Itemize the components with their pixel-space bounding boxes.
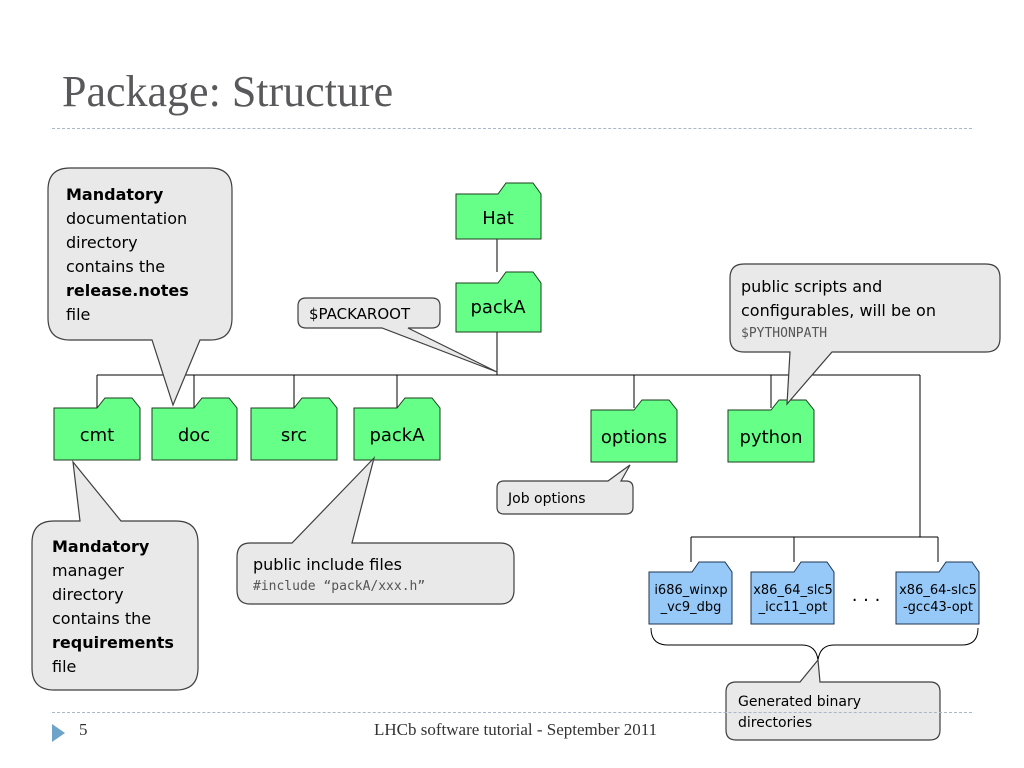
- binary-ellipsis: . . .: [852, 585, 881, 606]
- folder-packa-label: packA: [369, 425, 425, 446]
- folder-hat[interactable]: Hat: [455, 182, 542, 240]
- callout-cmt-line3: directory: [52, 585, 124, 604]
- binary-brace: [650, 627, 979, 661]
- callout-options-text: Job options: [507, 491, 586, 507]
- folder-options[interactable]: options: [590, 399, 678, 463]
- folder-packa-top[interactable]: packA: [455, 271, 542, 333]
- callout-generated-line1: Generated binary: [738, 694, 861, 710]
- folder-hat-label: Hat: [482, 208, 514, 229]
- folder-cmt-label: cmt: [80, 425, 115, 446]
- footer-divider: [52, 712, 972, 713]
- callout-doc-line1: Mandatory: [66, 185, 164, 204]
- callout-python-line2: configurables, will be on: [741, 301, 936, 320]
- folder-packa-top-label: packA: [470, 297, 526, 318]
- callout-include: public include files #include “packA/xxx…: [236, 455, 515, 605]
- folder-python[interactable]: python: [727, 399, 815, 463]
- callout-cmt-line1: Mandatory: [52, 537, 150, 556]
- callout-doc: Mandatory documentation directory contai…: [47, 167, 233, 407]
- slide-number: 5: [79, 720, 88, 739]
- callout-doc-line3: directory: [66, 233, 138, 252]
- binary-folder-winxp-line1: i686_winxp: [654, 583, 727, 598]
- callout-doc-line2: documentation: [66, 209, 187, 228]
- binary-folder-icc11[interactable]: x86_64_slc5 _icc11_opt: [750, 561, 835, 625]
- binary-folder-gcc43[interactable]: x86_64-slc5 -gcc43-opt: [895, 561, 980, 625]
- folder-doc-label: doc: [178, 425, 210, 446]
- callout-packaroot-text: $PACKAROOT: [309, 305, 411, 323]
- folder-src-label: src: [281, 425, 307, 446]
- folder-doc[interactable]: doc: [151, 397, 238, 461]
- callout-cmt-line6: file: [52, 657, 76, 676]
- callout-python-line1: public scripts and: [741, 277, 882, 296]
- binary-folder-winxp[interactable]: i686_winxp _vc9_dbg: [648, 561, 733, 625]
- callout-include-line2: #include “packA/xxx.h”: [253, 579, 425, 594]
- slide-title: Package: Structure: [62, 67, 394, 116]
- callout-cmt-line5: requirements: [52, 633, 174, 652]
- callout-python-line3: $PYTHONPATH: [741, 326, 827, 341]
- binary-folder-gcc43-line2: -gcc43-opt: [903, 600, 973, 615]
- folder-packa[interactable]: packA: [353, 397, 441, 461]
- callout-doc-line4: contains the: [66, 257, 165, 276]
- callout-generated: Generated binary directories: [725, 658, 941, 741]
- footer-text: LHCb software tutorial - September 2011: [374, 720, 658, 739]
- callout-python: public scripts and configurables, will b…: [729, 263, 1001, 406]
- callout-cmt: Mandatory manager directory contains the…: [31, 460, 199, 691]
- tree-connectors: [96, 239, 939, 562]
- binary-folder-winxp-line2: _vc9_dbg: [660, 600, 722, 615]
- footer-triangle-icon: [52, 724, 65, 742]
- callout-doc-line5: release.notes: [66, 281, 189, 300]
- folder-options-label: options: [601, 427, 667, 448]
- folder-src[interactable]: src: [250, 397, 338, 461]
- callout-doc-line6: file: [66, 305, 90, 324]
- callout-cmt-line2: manager: [52, 561, 124, 580]
- binary-folder-icc11-line1: x86_64_slc5: [753, 583, 833, 598]
- binary-folder-icc11-line2: _icc11_opt: [758, 600, 828, 615]
- folder-python-label: python: [740, 427, 803, 448]
- callout-include-line1: public include files: [253, 555, 402, 574]
- callout-generated-line2: directories: [738, 715, 812, 731]
- callout-cmt-line4: contains the: [52, 609, 151, 628]
- callout-options: Job options: [496, 464, 634, 515]
- binary-folder-gcc43-line1: x86_64-slc5: [899, 583, 977, 598]
- callout-packaroot: $PACKAROOT: [297, 297, 498, 373]
- folder-cmt[interactable]: cmt: [53, 397, 141, 461]
- title-divider: [52, 128, 972, 129]
